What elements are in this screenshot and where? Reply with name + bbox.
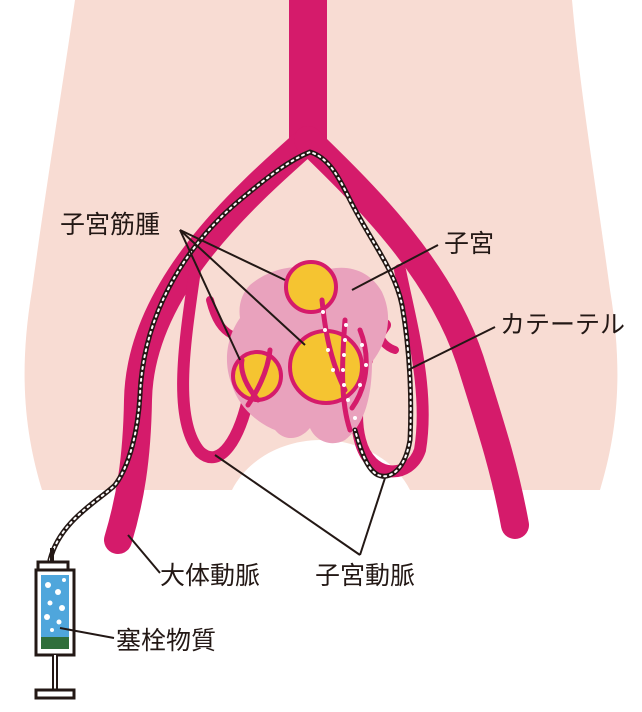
syringe xyxy=(34,548,76,700)
embolic-particles xyxy=(321,310,368,420)
left-uterine-twig xyxy=(206,296,236,339)
label-aorta: 大体動脈 xyxy=(160,561,261,590)
right-iliac-artery xyxy=(294,126,529,539)
syringe-plunger-head xyxy=(41,637,69,649)
label-myoma: 子宮筋腫 xyxy=(60,210,161,239)
label-uterus: 子宮 xyxy=(444,229,495,258)
label-embolic-material: 塞栓物質 xyxy=(116,626,217,655)
uterine-vessels xyxy=(239,297,369,433)
label-uterine-artery: 子宮動脈 xyxy=(315,561,416,590)
label-catheter: カテーテル xyxy=(500,310,626,339)
left-internal-branch xyxy=(177,264,256,464)
leader-lines xyxy=(59,229,496,639)
catheter xyxy=(47,149,414,563)
myoma-top xyxy=(284,260,338,314)
